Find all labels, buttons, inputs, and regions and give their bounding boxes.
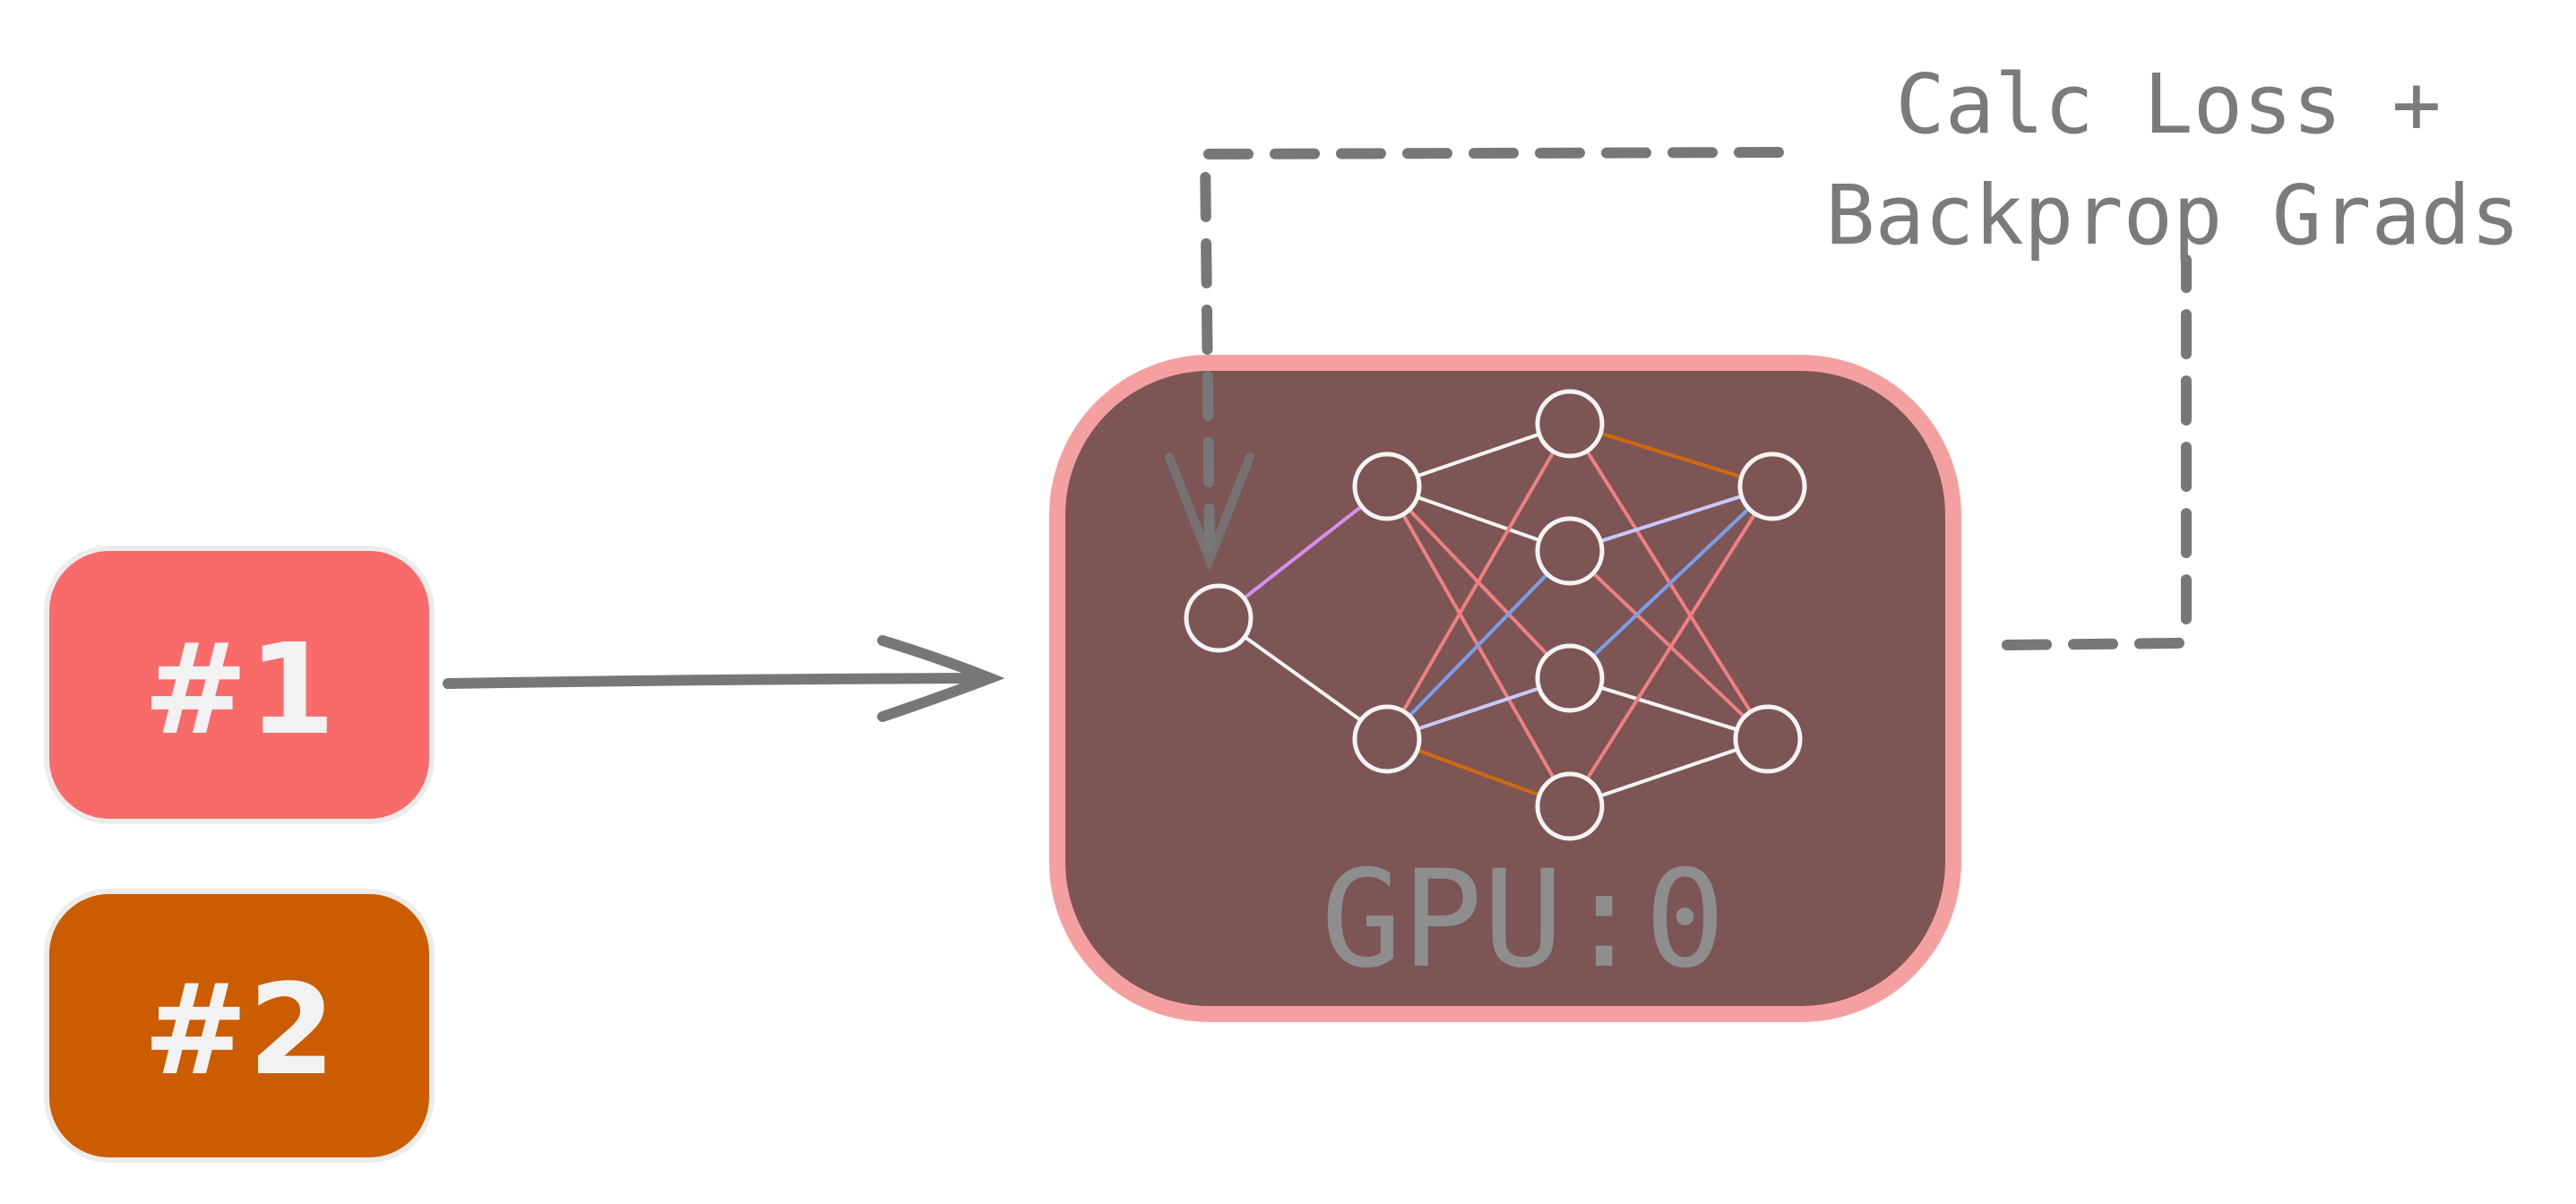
nn-edge-2-0-1 xyxy=(1585,450,1753,713)
nn-edge-2-2-1 xyxy=(1599,685,1738,732)
nn-edge-2-3-1 xyxy=(1599,747,1738,798)
nn-edge-1-0-1 xyxy=(1417,495,1540,542)
nn-node-2-0 xyxy=(1535,389,1605,459)
nn-node-2-1 xyxy=(1535,516,1605,586)
batch-2-box: #2 xyxy=(44,889,435,1163)
batch-2-shape xyxy=(44,889,435,1163)
backprop-arrow-head xyxy=(1165,452,1254,572)
gpu-label: GPU:0 xyxy=(1321,842,1726,998)
feed-arrow-shaft xyxy=(443,673,995,689)
nn-edge-2-3-0 xyxy=(1585,512,1757,780)
nn-node-0-0 xyxy=(1184,583,1254,653)
backprop-loop-path xyxy=(2002,254,2192,650)
annotation-line-1: Calc Loss + xyxy=(1895,56,2441,152)
batch-2-label: #2 xyxy=(143,958,336,1104)
nn-edge-2-1-0 xyxy=(1599,494,1743,543)
nn-edge-1-1-1 xyxy=(1408,572,1549,718)
nn-edge-1-1-3 xyxy=(1417,748,1540,797)
nn-edge-1-1-2 xyxy=(1417,686,1540,731)
batch-1-shape xyxy=(44,546,435,824)
nn-edge-1-0-0 xyxy=(1417,432,1540,478)
backprop-loop-top xyxy=(1199,147,1784,552)
gpu-box: GPU:0 xyxy=(1049,355,1961,1022)
backprop-loop xyxy=(1199,147,2192,650)
nn-edge-2-0-0 xyxy=(1599,431,1743,479)
nn-edge-0-0-0 xyxy=(1243,504,1363,600)
feed-arrow xyxy=(443,635,1005,722)
batch-1-label: #1 xyxy=(143,617,336,763)
backprop-arrow-head-shape xyxy=(1165,452,1254,572)
batch-1-box: #1 xyxy=(44,546,435,824)
neural-network xyxy=(1184,389,1807,841)
annotation-line-2: Backprop Grads xyxy=(1825,168,2520,263)
nn-node-2-3 xyxy=(1535,771,1605,841)
nn-node-1-0 xyxy=(1352,452,1422,521)
nn-edge-0-0-1 xyxy=(1244,635,1362,722)
nn-edge-1-1-0 xyxy=(1401,451,1555,712)
nn-node-3-0 xyxy=(1737,452,1807,521)
nn-edge-2-1-1 xyxy=(1591,572,1746,718)
feed-arrow-head xyxy=(877,635,1005,722)
nn-node-1-1 xyxy=(1352,704,1422,774)
nn-node-3-1 xyxy=(1733,704,1803,774)
nn-edge-2-2-0 xyxy=(1591,507,1751,658)
nn-node-2-2 xyxy=(1535,643,1605,713)
